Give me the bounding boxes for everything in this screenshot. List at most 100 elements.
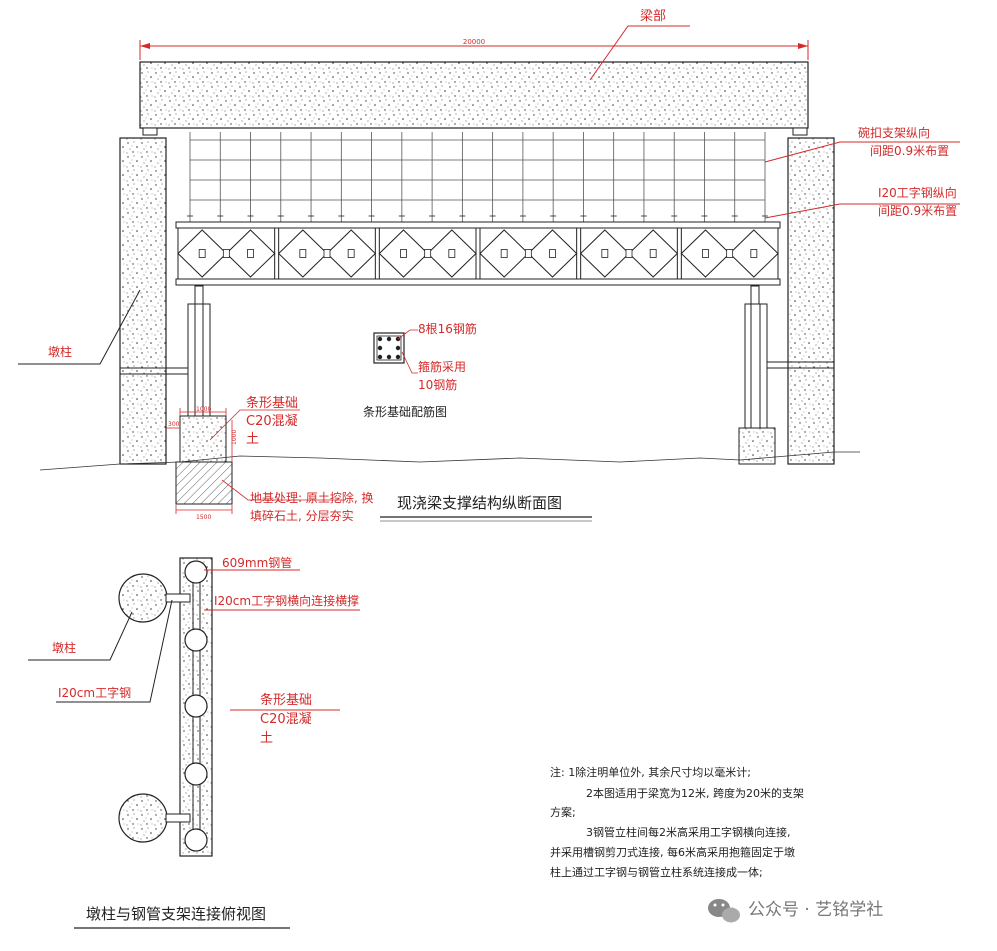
plan-black-leaders: [28, 599, 173, 703]
ground-label-line-2: 填碎石土, 分层夯实: [250, 508, 354, 523]
rebar-label-line-2: 箍筋采用: [418, 359, 466, 374]
scaffold-label-line-1: 碗扣支架纵向: [858, 125, 930, 140]
foundation-label-line-2: C20混凝: [246, 413, 298, 429]
truss-diamond: [728, 229, 779, 278]
truss-node: [299, 249, 307, 258]
truss-node: [247, 249, 254, 258]
pier-left: [119, 137, 167, 465]
rebar-title: 条形基础配筋图: [363, 404, 447, 419]
plan-pipe-circle: [184, 628, 208, 652]
rebar-label-line-3: 10钢筋: [418, 377, 457, 392]
note-line-6: 柱上通过工字钢与钢管立柱系统连接成一体;: [550, 865, 763, 879]
rebar-section: [373, 332, 405, 364]
ibeam-bottom-chord: [175, 278, 781, 286]
truss-diamond: [680, 229, 731, 278]
note-line-1: 注: 1除注明单位外, 其余尺寸均以毫米计;: [550, 765, 751, 779]
watermark: 公众号 · 艺铭学社: [708, 899, 883, 923]
foundation-right: [738, 427, 776, 465]
plan-pipes: [184, 560, 208, 852]
truss-node: [424, 249, 432, 258]
truss-node: [448, 249, 456, 258]
truss-diamond: [225, 229, 276, 278]
beam-body: [139, 61, 809, 129]
foundation-dim-side: 300: [168, 421, 180, 428]
wechat-icon: [708, 899, 740, 923]
foundation-label-line-3: 土: [246, 432, 259, 447]
truss-diamond: [426, 229, 477, 278]
pier-ties: [120, 361, 834, 375]
truss-node: [500, 249, 508, 258]
plan-title: 墩柱与钢管支架连接俯视图: [86, 905, 266, 923]
truss-node: [222, 249, 230, 258]
ibeam-label-line-1: I20工字钢纵向: [878, 185, 957, 200]
plan-pier-top: [118, 573, 168, 623]
note-line-2: 2本图适用于梁宽为12米, 跨度为20米的支架: [586, 786, 804, 800]
plan-ibeam-label: I20cm工字钢: [58, 685, 131, 700]
truss-diamond: [277, 229, 328, 278]
foundation-dim-height: 1000: [231, 430, 238, 445]
elevation-title: 现浇梁支撑结构纵断面图: [397, 494, 562, 512]
watermark-text: 公众号 · 艺铭学社: [748, 900, 883, 920]
plan-foundation-label-line-3: 土: [260, 731, 273, 746]
foundation-label-line-1: 条形基础: [246, 395, 298, 411]
bearing-left: [142, 127, 158, 136]
truss-diamond: [579, 229, 630, 278]
truss-node: [323, 249, 331, 258]
foundation-left: [179, 415, 227, 463]
plan-foundation-label-line-1: 条形基础: [260, 692, 312, 708]
scaffold-grid: [187, 132, 768, 222]
truss-node: [726, 249, 734, 258]
truss-diamond: [628, 229, 679, 278]
truss-diamond: [479, 229, 530, 278]
bearing-right: [792, 127, 808, 136]
plan-pipe-circle: [184, 762, 208, 786]
truss-node: [347, 249, 355, 258]
truss-diamond: [177, 229, 228, 278]
truss-node: [601, 249, 609, 258]
note-line-5: 并采用槽钢剪刀式连接, 每6米高采用抱箍固定于墩: [550, 845, 795, 859]
notes: 注: 1除注明单位外, 其余尺寸均以毫米计; 2本图适用于梁宽为12米, 跨度为…: [550, 765, 804, 879]
ground-treatment-left: [175, 461, 233, 505]
elevation-view: 20000 梁部: [18, 9, 960, 523]
pipe-column-right: [744, 285, 768, 429]
pier-right: [787, 137, 835, 465]
truss-panel: [278, 227, 376, 280]
rebar-leaders: [397, 329, 418, 374]
scaffold-label-line-2: 间距0.9米布置: [870, 144, 949, 158]
plan-leaders: [204, 569, 360, 711]
ibeam-top-chord: [175, 221, 781, 229]
truss-node: [625, 249, 633, 258]
truss: [175, 221, 781, 286]
pier-label: 墩柱: [48, 344, 72, 359]
pier-leader: [18, 289, 141, 365]
scaffold-leaders: [764, 141, 960, 219]
beam-label: 梁部: [640, 9, 666, 24]
plan-pipe-circle: [184, 828, 208, 852]
truss-node: [198, 249, 206, 258]
truss-diamond: [326, 229, 377, 278]
truss-diamond: [378, 229, 429, 278]
foundation-dimensions: [166, 408, 345, 514]
pipe-column-left: [187, 285, 211, 417]
foundation-dim-width: 1000: [196, 406, 211, 413]
truss-diamond: [527, 229, 578, 278]
truss-node: [750, 249, 758, 258]
plan-foundation-label-line-2: C20混凝: [260, 711, 312, 727]
ground-line: [39, 451, 860, 471]
beam-leader: [589, 25, 690, 81]
plan-ibeam-connectors: [165, 593, 191, 823]
truss-node: [524, 249, 532, 258]
plan-pipe-label: 609mm钢管: [222, 555, 292, 570]
truss-node: [400, 249, 407, 258]
note-line-3: 方案;: [550, 805, 576, 819]
plan-pipe-circle: [184, 560, 208, 584]
truss-node: [549, 249, 556, 258]
rebar-label-line-1: 8根16钢筋: [418, 321, 477, 336]
plan-brace-label: I20cm工字钢横向连接横撑: [214, 593, 359, 608]
truss-node: [702, 249, 709, 258]
ground-label-line-1: 地基处理: 原土挖除, 换: [250, 490, 374, 505]
plan-pier-label: 墩柱: [52, 640, 76, 655]
dimension-total-label: 20000: [463, 38, 485, 46]
note-line-4: 3钢管立柱间每2米高采用工字钢横向连接,: [586, 825, 791, 839]
